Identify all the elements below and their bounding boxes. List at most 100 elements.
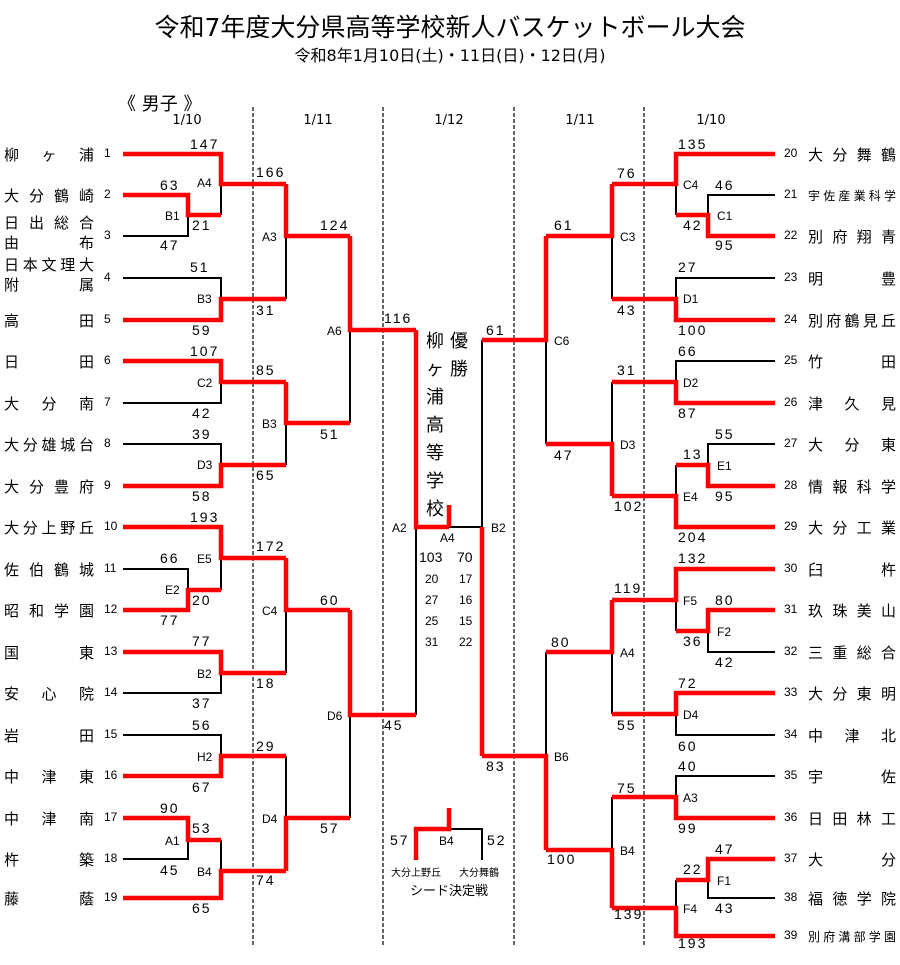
match-code-right: D1 (683, 292, 699, 306)
score-left: 29 (256, 738, 276, 754)
winner-path (283, 184, 350, 239)
team-name-left: 安心院 (4, 685, 94, 703)
score-right: 95 (715, 237, 735, 253)
match-code-left: A2 (392, 521, 407, 535)
team-number-left: 17 (104, 810, 118, 824)
team-number-left: 3 (104, 228, 111, 242)
winner-path (123, 462, 286, 489)
team-name-right: 日田林工 (808, 810, 896, 828)
score-right: 42 (715, 654, 735, 670)
team-number-left: 7 (104, 395, 111, 409)
score-right: 102 (614, 498, 644, 514)
score-left: 166 (256, 164, 286, 180)
final-q2-left: 27 (425, 593, 439, 607)
team-name-left-line2: 由布 (4, 234, 94, 252)
final-q2-right: 16 (459, 593, 473, 607)
team-name-left: 柳ヶ浦 (4, 146, 94, 164)
team-number-right: 36 (784, 810, 798, 824)
team-name-right: 大分 (808, 851, 896, 869)
bracket-line (675, 775, 775, 797)
team-number-left: 14 (104, 685, 118, 699)
team-name-left: 昭和学園 (4, 602, 94, 620)
winner-path (123, 296, 286, 323)
score-left: 47 (160, 237, 180, 253)
bracket-line (675, 714, 775, 736)
score-left: 124 (320, 217, 350, 233)
team-number-right: 25 (784, 353, 798, 367)
seed-right-team: 大分舞鶴 (459, 868, 499, 879)
bracket-line (123, 382, 222, 404)
team-number-right: 29 (784, 519, 798, 533)
section-label: 《 男子 》 (118, 94, 202, 115)
team-name-right: 竹田 (808, 353, 896, 371)
winner-path (676, 212, 775, 239)
team-name-left: 日本文理大 (4, 256, 94, 274)
final-q4-left: 31 (425, 635, 439, 649)
team-name-right: 大分舞鶴 (808, 146, 896, 164)
match-code-left: B2 (197, 667, 212, 681)
team-name-right: 別府溝部学園 (808, 930, 896, 944)
score-left: 116 (384, 310, 413, 326)
score-left: 45 (384, 717, 404, 733)
team-number-right: 34 (784, 727, 798, 741)
champion-label: 優勝 (450, 331, 468, 380)
match-code-left: H2 (197, 750, 213, 764)
winner-path (612, 151, 775, 187)
bracket-line (707, 194, 775, 215)
bracket-line (123, 277, 222, 299)
score-right: 61 (554, 217, 574, 233)
winner-path (123, 649, 286, 676)
match-code-left: E5 (197, 552, 212, 566)
score-left: 63 (160, 177, 180, 193)
final-left-total: 103 (419, 549, 443, 565)
team-name-right: 明豊 (808, 270, 896, 288)
score-left: 42 (192, 405, 212, 421)
team-number-left: 2 (104, 187, 111, 201)
score-left: 31 (256, 302, 276, 318)
match-code-left: D4 (262, 812, 278, 826)
score-right: 27 (678, 259, 698, 275)
match-code-left: A1 (165, 834, 180, 848)
match-code-right: B6 (554, 750, 569, 764)
score-left: 65 (192, 900, 212, 916)
match-code-left: D3 (197, 458, 213, 472)
champion-team: 柳ヶ浦高等学校 (426, 331, 444, 520)
match-code-right: F5 (683, 594, 698, 608)
seed-left-team: 大分上野丘 (391, 868, 441, 879)
winner-path (123, 587, 221, 613)
final-code: A4 (440, 531, 455, 545)
date-round2-right: 1/11 (565, 113, 595, 128)
winner-path (123, 753, 286, 779)
team-number-right: 39 (784, 928, 798, 942)
team-number-left: 11 (104, 561, 117, 575)
winner-path (123, 524, 286, 561)
match-code-left: E2 (165, 583, 180, 597)
final-q3-right: 15 (459, 614, 473, 628)
score-right: 193 (678, 935, 708, 951)
score-left: 56 (192, 717, 212, 733)
winner-path (676, 856, 775, 883)
winner-path (612, 296, 775, 323)
winner-path (347, 236, 416, 333)
match-code-left: A6 (327, 324, 342, 338)
team-number-left: 12 (104, 602, 118, 616)
team-number-left: 19 (104, 890, 118, 904)
date-round2-left: 1/11 (303, 113, 333, 128)
match-code-left: B3 (262, 417, 277, 431)
bracket-line (123, 443, 222, 465)
score-left: 193 (190, 509, 220, 525)
team-name-left: 佐伯鶴城 (4, 561, 94, 579)
team-number-left: 18 (104, 851, 118, 865)
team-number-left: 9 (104, 478, 111, 492)
bracket-line (707, 631, 775, 653)
bracket-line (123, 734, 222, 756)
winner-path (283, 558, 350, 613)
score-right: 36 (683, 633, 703, 649)
score-left: 107 (190, 343, 220, 359)
team-name-left: 大分鶴崎 (4, 187, 94, 205)
team-number-right: 37 (784, 851, 798, 865)
score-right: 100 (547, 851, 577, 867)
winner-path (612, 566, 775, 603)
score-right: 66 (678, 343, 698, 359)
team-number-left: 1 (104, 146, 111, 160)
